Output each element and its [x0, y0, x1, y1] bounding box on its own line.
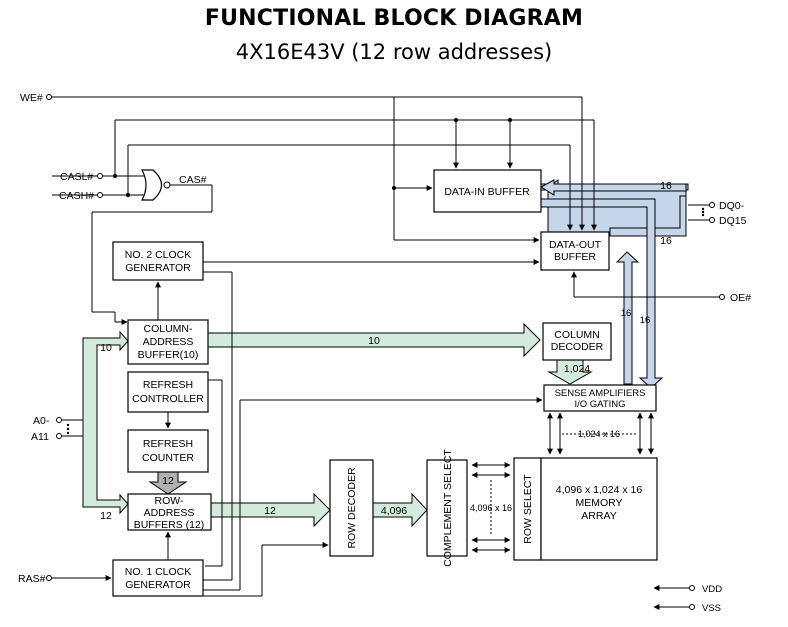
addr-left-green-bus [82, 330, 129, 515]
clock1-label-2: GENERATOR [125, 579, 191, 591]
row-address-buffer-box [127, 493, 212, 531]
data-out-buffer-box [540, 231, 610, 271]
refresh-ctrl-label-1: REFRESH [143, 379, 193, 391]
rowdec-green-bus [372, 492, 428, 528]
memory-label-1: 4,096 x 1,024 x 16 [556, 484, 643, 496]
io-width-label: 1,024 x 16 [578, 429, 620, 439]
sense-to-dataout-bus [615, 251, 640, 385]
complement-select-box [426, 459, 468, 557]
vss-pin-label: VSS [702, 603, 721, 614]
col-dec-label-1: COLUMN [554, 329, 600, 341]
row-green-bus [210, 492, 331, 528]
row-addr-label-3: BUFFERS (12) [134, 519, 205, 531]
data-in-buffer-box [433, 169, 542, 213]
memory-label-3: ARRAY [581, 510, 616, 522]
diagram-title: FUNCTIONAL BLOCK DIAGRAM [204, 6, 584, 31]
a0-pin-label: A0- [33, 415, 50, 427]
complement-select-label: COMPLEMENT SELECT [442, 449, 454, 567]
cas-gate-bubble [163, 181, 171, 189]
clock2-generator-box [112, 241, 204, 281]
col-dec-label-2: DECODER [551, 341, 604, 353]
sense-right-width: 16 [640, 315, 651, 326]
col-addr-label-3: BUFFER(10) [138, 349, 199, 361]
refresh-cnt-label-1: REFRESH [143, 438, 193, 450]
refresh-counter-box [127, 429, 209, 473]
coldec-green-bus [547, 359, 593, 385]
sense-left-width: 16 [621, 308, 632, 319]
memory-label-2: MEMORY [575, 497, 622, 509]
vdd-pin-label: VDD [702, 584, 722, 595]
sense-amplifiers-box [543, 384, 657, 412]
row-bus-width: 12 [264, 505, 276, 517]
pin-circles [46, 94, 725, 610]
col-dec-out-width: 1,024 [564, 363, 590, 375]
row-select-box [513, 457, 542, 561]
row-select-label: ROW SELECT [522, 474, 534, 544]
row-bus-left-width: 12 [100, 510, 112, 522]
col-bus-width: 10 [368, 335, 380, 347]
refresh-gray-bus [148, 471, 188, 495]
clock2-label-1: NO. 2 CLOCK [125, 249, 192, 261]
we-pin-label: WE# [20, 92, 43, 104]
dq-in-width: 16 [660, 180, 672, 192]
col-addr-label-1: COLUMN- [144, 323, 194, 335]
sense-label-2: I/O GATING [574, 399, 625, 410]
dq15-pin-label: DQ15 [719, 215, 747, 227]
refresh-ctrl-label-2: CONTROLLER [132, 393, 204, 405]
dq0-pin-label: DQ0- [719, 200, 745, 212]
col-bus-left-width: 10 [100, 342, 112, 354]
memory-array-box [540, 457, 658, 561]
refresh-cnt-label-2: COUNTER [142, 452, 194, 464]
data-in-label: DATA-IN BUFFER [444, 186, 530, 198]
ras-pin-label: RAS# [18, 573, 46, 585]
cas-output-label: CAS# [179, 174, 207, 186]
sense-label-1: SENSE AMPLIFIERS [555, 388, 646, 399]
data-out-label-1: DATA-OUT [549, 239, 602, 251]
signal-lines [52, 96, 720, 610]
cas-nand-gate [141, 169, 163, 201]
refresh-controller-box [127, 371, 209, 413]
dq-in-arrow [539, 179, 687, 196]
row-decoder-box [329, 459, 374, 557]
data-out-label-2: BUFFER [554, 251, 596, 263]
junction-dots [113, 118, 512, 197]
refresh-count-width: 12 [162, 475, 174, 487]
row-addr-label-2: ADDRESS [144, 507, 195, 519]
diagram-subtitle: 4X16E43V (12 row addresses) [235, 40, 553, 64]
clock2-label-2: GENERATOR [125, 262, 191, 274]
col-addr-label-2: ADDRESS [143, 336, 194, 348]
column-decoder-box [542, 322, 612, 361]
column-address-buffer-box [127, 319, 209, 365]
col-green-bus [207, 322, 541, 358]
oe-pin-label: OE# [730, 292, 751, 304]
row-dec-out-width: 4,096 [381, 505, 407, 517]
row-decoder-label: ROW DECODER [346, 467, 358, 549]
a11-pin-label: A11 [31, 431, 49, 443]
clock1-label-1: NO. 1 CLOCK [125, 566, 192, 578]
cash-pin-label: CASH# [59, 190, 94, 202]
dq-out-width: 16 [660, 235, 672, 247]
comp-width-label: 4,096 x 16 [470, 503, 512, 513]
clock1-generator-box [112, 559, 204, 597]
casl-pin-label: CASL# [60, 171, 93, 183]
row-addr-label-1: ROW- [155, 495, 184, 507]
bus-dots [66, 207, 705, 435]
